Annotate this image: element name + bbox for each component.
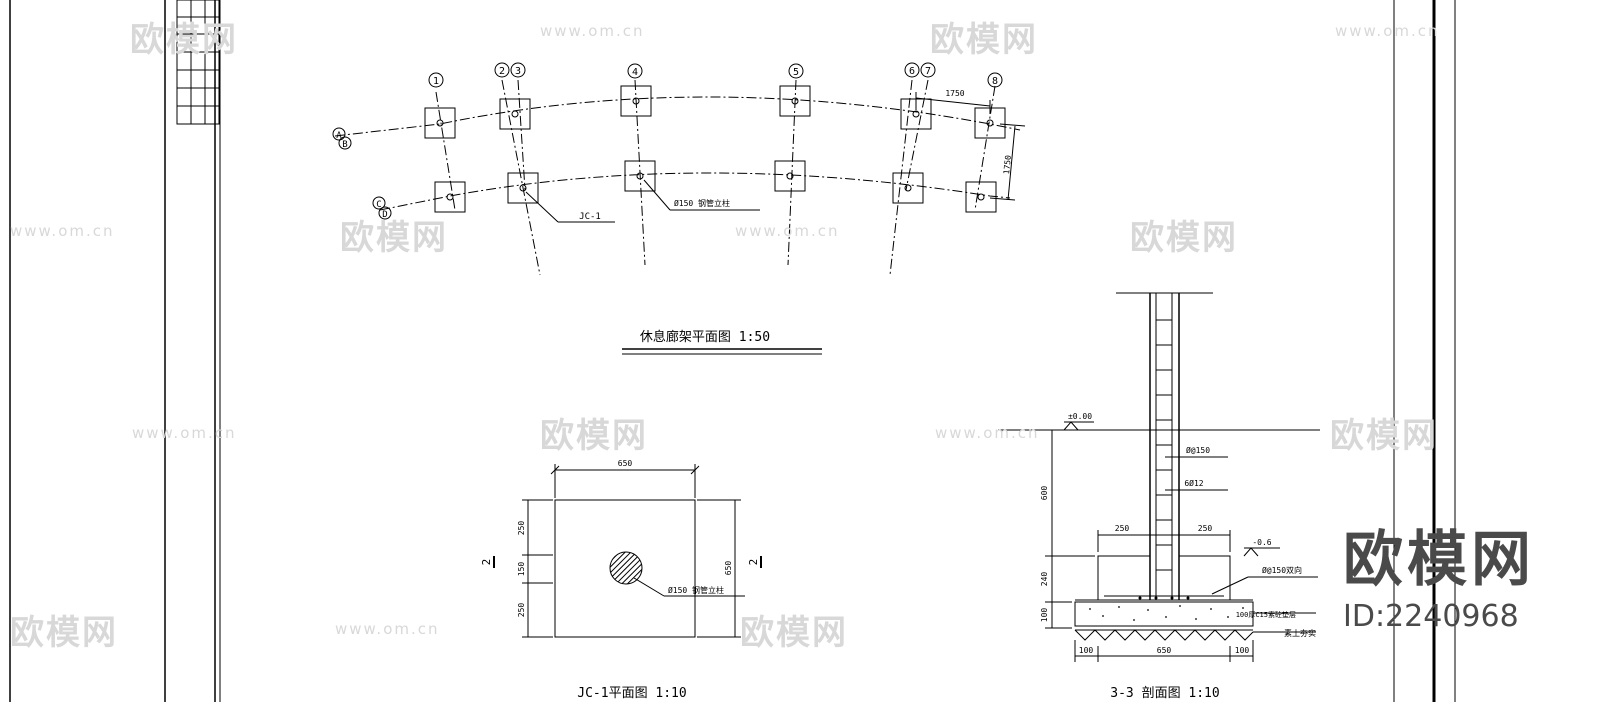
model-id: ID:2240968	[1343, 599, 1519, 634]
plan-footings-lower	[434, 160, 997, 213]
footing-plan	[493, 464, 762, 638]
axis-label-8: 8	[992, 76, 998, 87]
section-dim-600: 600	[1040, 486, 1049, 501]
watermark-url: www.om.cn	[935, 424, 1040, 442]
watermark-logo: 欧模网	[740, 613, 848, 653]
axis-label-2: 2	[499, 66, 505, 77]
plan-dim-spacing: 1750	[945, 89, 964, 98]
note-stirrup: Ø@150	[1186, 445, 1210, 455]
section-title: 3-3 剖面图 1:10	[1110, 686, 1219, 701]
row-label-c: C	[376, 200, 381, 210]
watermark-url: www.om.cn	[335, 620, 440, 638]
section-dim-100-a: 100	[1079, 646, 1094, 655]
section-dim-100-left: 100	[1040, 608, 1049, 623]
footing-callout: Ø150 钢管立柱	[668, 585, 724, 595]
axis-label-4: 4	[632, 67, 638, 78]
plan-footings-upper	[424, 85, 1006, 139]
section-stirrups	[1156, 319, 1172, 571]
section-3-3-text: ±0.00 -0.6 600 240 100 250 250 100 650 1…	[1040, 412, 1316, 701]
watermark-url: www.om.cn	[540, 22, 645, 40]
watermark-url: www.om.cn	[1335, 22, 1440, 40]
plan-dim-row: 1750	[1002, 155, 1013, 175]
section-dim-240: 240	[1040, 572, 1049, 587]
section-3-3	[998, 292, 1320, 662]
section-dim-650: 650	[1157, 646, 1172, 655]
footing-dim-width: 650	[618, 459, 633, 468]
level-zero: ±0.00	[1068, 412, 1092, 421]
watermark-url: www.om.cn	[735, 222, 840, 240]
row-label-d: D	[382, 210, 387, 220]
plan-callout-footing: JC-1	[579, 212, 601, 222]
pergola-plan-text: 1 2 3 4 5 6 7 8 A B C D 1750 1750 JC-1 Ø…	[336, 66, 1013, 345]
row-label-a: A	[336, 131, 342, 141]
section-concrete-dots	[1089, 596, 1244, 621]
section-dim-250-right: 250	[1198, 524, 1213, 533]
footing-dim-top: 250	[517, 521, 526, 536]
watermark-logo: 欧模网	[1130, 218, 1238, 258]
section-mark-left: 2	[480, 559, 493, 566]
plan-dimensions	[915, 92, 1026, 201]
level-base: -0.6	[1252, 538, 1271, 547]
pergola-plan	[332, 62, 1026, 355]
note-concrete: 100厚C15素砼垫层	[1236, 610, 1296, 619]
plan-callout-steel: Ø150 钢管立柱	[674, 198, 730, 208]
watermark-url: www.om.cn	[132, 424, 237, 442]
axis-label-5: 5	[793, 67, 799, 78]
footing-plan-text: 650 250 150 250 650 2 2 Ø150 钢管立柱 JC-1平面…	[480, 459, 760, 701]
title-block-grid	[176, 0, 220, 125]
watermark-logo: 欧模网	[1330, 416, 1438, 456]
watermark-logo: 欧模网	[340, 218, 448, 258]
plan-column-axes	[435, 79, 996, 276]
note-soil: 素土夯实	[1284, 628, 1316, 638]
watermark-logo: 欧模网	[130, 20, 238, 60]
column-hatched	[609, 551, 643, 585]
section-dim-250-left: 250	[1115, 524, 1130, 533]
brand-logo: 欧模网	[1343, 525, 1535, 595]
note-mesh: Ø@150双向	[1262, 565, 1302, 575]
axis-label-6: 6	[909, 66, 915, 77]
note-rebar: 6Ø12	[1184, 478, 1203, 488]
axis-label-1: 1	[433, 76, 439, 87]
footing-plan-title: JC-1平面图 1:10	[577, 686, 686, 701]
row-label-b: B	[342, 140, 347, 150]
footing-outline	[554, 499, 696, 638]
footing-dim-height: 650	[724, 561, 733, 576]
plan-row-axis-upper	[334, 96, 1021, 137]
compacted-soil	[1074, 629, 1254, 641]
footing-dim-bottom: 250	[517, 603, 526, 618]
watermark-logo: 欧模网	[10, 613, 118, 653]
watermark-logo: 欧模网	[540, 416, 648, 456]
plan-axis-bubbles	[332, 62, 1003, 220]
brand-block: 欧模网 ID:2240968	[1343, 525, 1593, 639]
watermark-logo: 欧模网	[930, 20, 1038, 60]
plan-row-axis-lower	[379, 172, 1011, 211]
section-mark-right: 2	[747, 559, 760, 566]
plan-title: 休息廊架平面图 1:50	[640, 329, 770, 345]
section-dim-100-b: 100	[1235, 646, 1250, 655]
axis-label-3: 3	[515, 66, 521, 77]
watermark-url: www.om.cn	[10, 222, 115, 240]
footing-dim-mid: 150	[517, 562, 526, 577]
sheet-frame	[9, 0, 1456, 702]
axis-label-7: 7	[925, 66, 931, 77]
